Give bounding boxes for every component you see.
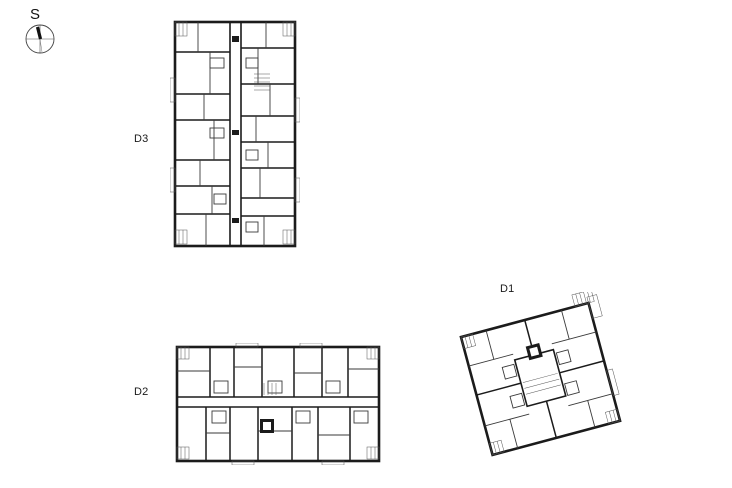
building-label-d2: D2 bbox=[134, 386, 149, 398]
floor-plan-d1 bbox=[459, 292, 622, 457]
building-label-d3: D3 bbox=[134, 133, 149, 145]
building-label-d1: D1 bbox=[500, 283, 515, 295]
floor-plan-d3 bbox=[170, 20, 300, 248]
floor-plan-d2 bbox=[175, 343, 381, 465]
north-arrow-compass-icon bbox=[25, 24, 55, 54]
compass-direction-letter: S bbox=[30, 6, 41, 23]
